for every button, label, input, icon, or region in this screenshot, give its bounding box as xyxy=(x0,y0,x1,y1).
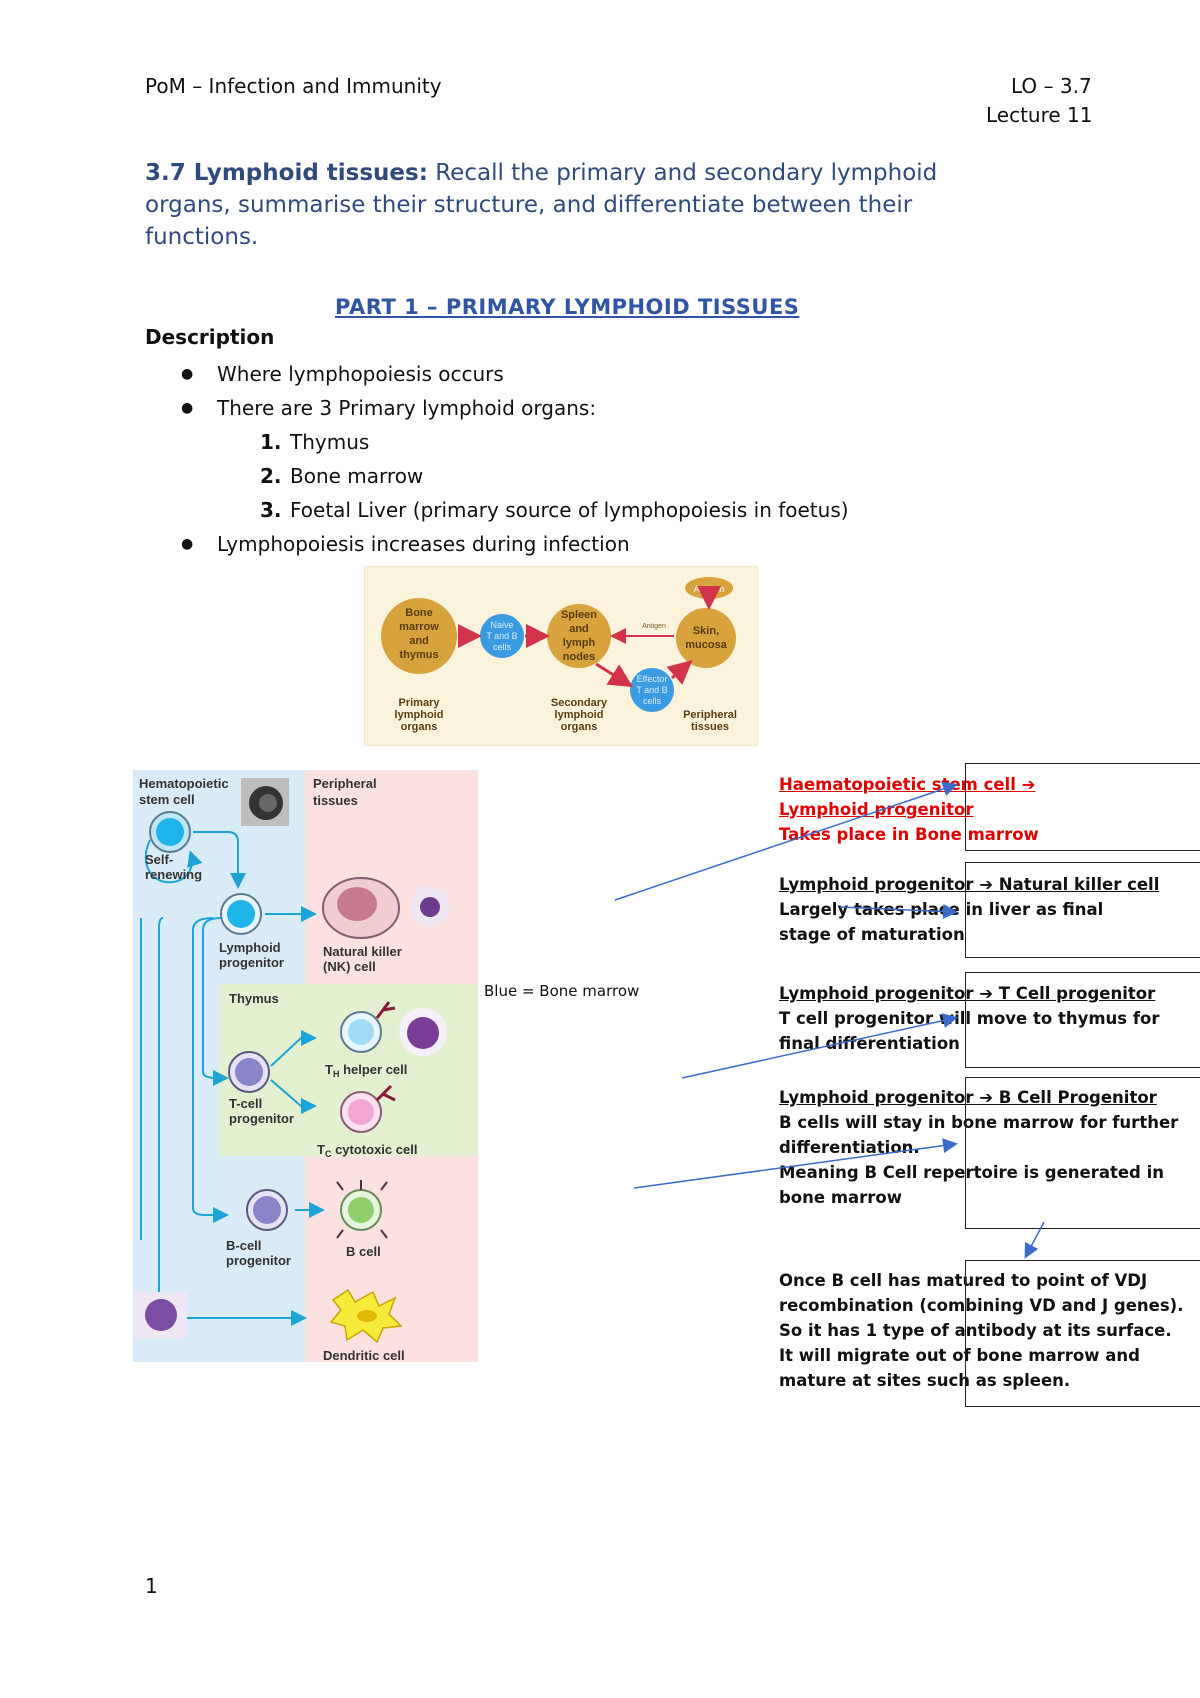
svg-text:Thymus: Thymus xyxy=(229,991,279,1006)
svg-text:Naive: Naive xyxy=(490,620,513,630)
svg-text:cells: cells xyxy=(643,696,662,706)
naive-cells-node xyxy=(480,614,524,658)
svg-text:(NK) cell: (NK) cell xyxy=(323,959,376,974)
annotation-box xyxy=(965,1260,1200,1407)
svg-text:Spleen: Spleen xyxy=(561,609,597,621)
svg-text:Secondary: Secondary xyxy=(551,697,608,709)
list-item: Lymphopoiesis increases during infection xyxy=(145,527,945,561)
organ-item: 3.Foetal Liver (primary source of lympho… xyxy=(260,498,849,522)
page-number: 1 xyxy=(145,1574,158,1598)
list-item: Where lymphopoiesis occurs xyxy=(145,357,945,391)
svg-text:Antigen: Antigen xyxy=(642,623,666,630)
bone-marrow-node xyxy=(381,598,457,674)
node-label: thymus xyxy=(399,649,438,661)
arrow-t-cell xyxy=(681,1013,958,1079)
part-heading: PART 1 – PRIMARY LYMPHOID TISSUES xyxy=(335,295,800,319)
svg-text:Skin,: Skin, xyxy=(693,625,719,637)
svg-text:lymphoid: lymphoid xyxy=(395,709,444,721)
arrow-hsc xyxy=(614,781,958,901)
node-label: and xyxy=(409,635,429,647)
svg-text:progenitor: progenitor xyxy=(219,955,284,970)
svg-text:B cell: B cell xyxy=(346,1244,381,1259)
svg-text:nodes: nodes xyxy=(563,651,595,663)
svg-text:and: and xyxy=(569,623,589,635)
header-lo: LO – 3.7 xyxy=(1011,74,1092,98)
annotation-box xyxy=(965,763,1200,851)
note-b-cell: Lymphoid progenitor ➔ B Cell Progenitor … xyxy=(779,1088,1179,1207)
svg-text:tissues: tissues xyxy=(313,793,358,808)
list-item: There are 3 Primary lymphoid organs: xyxy=(145,391,945,425)
organ-list: 1.Thymus 2.Bone marrow 3.Foetal Liver (p… xyxy=(145,425,1045,527)
svg-text:Self-: Self- xyxy=(145,852,173,867)
organ-item: 1.Thymus xyxy=(260,430,370,454)
svg-text:stem cell: stem cell xyxy=(139,792,195,807)
objective-bold: 3.7 Lymphoid tissues: xyxy=(145,160,428,186)
svg-text:Dendritic cell: Dendritic cell xyxy=(323,1348,405,1362)
svg-text:T and B: T and B xyxy=(636,685,667,695)
note-vdj: Once B cell has matured to point of VDJ … xyxy=(779,1271,1184,1390)
organ-item: 2.Bone marrow xyxy=(260,464,424,488)
effector-cells-node xyxy=(630,668,674,712)
header-lecture: Lecture 11 xyxy=(986,103,1093,127)
svg-text:Effector: Effector xyxy=(637,674,668,684)
arrow-nk xyxy=(839,903,958,919)
arrow-vdj xyxy=(1024,1221,1045,1259)
description-list: Where lymphopoiesis occurs There are 3 P… xyxy=(145,357,945,425)
lymphocyte-circulation-figure: Bone marrow and thymus Naive T and B cel… xyxy=(364,566,758,746)
node-label: Bone xyxy=(405,607,433,619)
note-t-cell: Lymphoid progenitor ➔ T Cell progenitor … xyxy=(779,984,1160,1053)
arrow-b-cell xyxy=(633,1138,958,1189)
annotation-box xyxy=(965,972,1200,1068)
description-heading: Description xyxy=(145,325,275,349)
skin-node xyxy=(676,608,736,668)
svg-text:TC cytotoxic cell: TC cytotoxic cell xyxy=(317,1142,417,1159)
spleen-node xyxy=(547,604,611,668)
svg-text:T-cell: T-cell xyxy=(229,1096,262,1111)
svg-text:mucosa: mucosa xyxy=(685,639,727,651)
objective-text: Recall the primary and secondary lymphoi… xyxy=(145,160,938,250)
svg-text:T and B: T and B xyxy=(486,631,517,641)
lymphopoiesis-diagram: Hematopoietic stem cell Peripheral tissu… xyxy=(133,770,478,1362)
svg-text:TH helper cell: TH helper cell xyxy=(325,1062,407,1079)
svg-text:Primary: Primary xyxy=(399,697,441,709)
svg-text:progenitor: progenitor xyxy=(229,1111,294,1126)
node-label: marrow xyxy=(399,621,439,633)
svg-text:B-cell: B-cell xyxy=(226,1238,261,1253)
svg-text:progenitor: progenitor xyxy=(226,1253,291,1268)
annotation-box xyxy=(965,862,1200,958)
svg-text:tissues: tissues xyxy=(691,721,729,733)
svg-text:Lymphoid: Lymphoid xyxy=(219,940,281,955)
learning-objective: 3.7 Lymphoid tissues: Recall the primary… xyxy=(145,157,1015,253)
svg-text:renewing: renewing xyxy=(145,867,202,882)
blue-note: Blue = Bone marrow xyxy=(484,982,640,1000)
svg-text:Natural killer: Natural killer xyxy=(323,944,402,959)
svg-text:Hematopoietic: Hematopoietic xyxy=(139,776,229,791)
svg-text:Peripheral: Peripheral xyxy=(683,709,737,721)
note-nk: Lymphoid progenitor ➔ Natural killer cel… xyxy=(779,875,1160,944)
svg-text:lymphoid: lymphoid xyxy=(555,709,604,721)
svg-text:organs: organs xyxy=(401,721,438,733)
note-hsc: Haematopoietic stem cell ➔ Lymphoid prog… xyxy=(779,775,1039,844)
svg-text:Peripheral: Peripheral xyxy=(313,776,377,791)
annotation-box xyxy=(965,1077,1200,1229)
svg-text:organs: organs xyxy=(561,721,598,733)
svg-text:cells: cells xyxy=(493,642,512,652)
svg-text:lymph: lymph xyxy=(563,637,596,649)
header-course: PoM – Infection and Immunity xyxy=(145,74,442,98)
description-list-2: Lymphopoiesis increases during infection xyxy=(145,527,945,561)
